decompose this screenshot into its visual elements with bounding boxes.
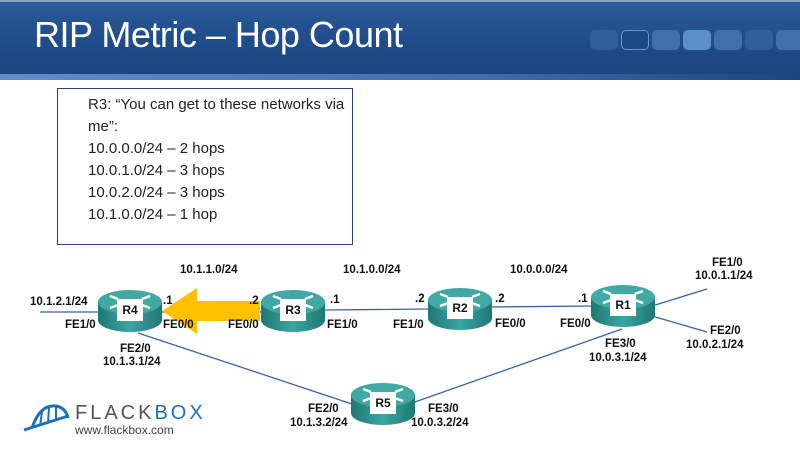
router-r3[interactable]: R3 [259,288,327,334]
ip-label: 10.0.3.2/24 [411,417,469,429]
interface-label: FE2/0 [308,403,339,415]
router-label: R4 [122,303,138,317]
textbox-line: 10.0.2.0/24 – 3 hops [88,184,225,201]
interface-label: FE0/0 [228,319,259,331]
interface-label: FE2/0 [710,325,741,337]
link-r1-fe2 [651,315,708,333]
link-r5-r1 [411,328,623,404]
header-decoration [590,30,800,50]
logo-name: FLACKBOX [75,402,206,425]
logo-name-b: BOX [154,402,206,424]
router-r1[interactable]: R1 [589,283,657,329]
router-label: R2 [452,301,468,315]
flackbox-logo-icon [23,404,70,432]
textbox-line: 10.1.0.0/24 – 1 hop [88,206,218,223]
network-label: 10.1.1.0/24 [180,264,238,276]
logo-url: www.flackbox.com [75,423,174,437]
textbox-line: R3: “You can get to these networks via m… [88,96,345,135]
interface-label: FE3/0 [605,338,636,350]
advertisement-arrow-icon [162,288,260,334]
interface-label: FE2/0 [120,343,151,355]
ip-label: 10.1.2.1/24 [30,296,88,308]
slide-title: RIP Metric – Hop Count [34,14,403,55]
router-label: R1 [615,298,631,312]
host-label: .2 [249,295,259,307]
logo-name-a: FLACK [75,402,155,424]
link-r2-r1 [489,305,593,308]
host-label: .1 [330,294,340,306]
router-r4[interactable]: R4 [96,288,164,334]
diagram-labels: 10.1.1.0/24 10.1.0.0/24 10.0.0.0/24 10.1… [30,257,753,429]
interface-label: FE1/0 [65,319,96,331]
textbox-line: 10.0.1.0/24 – 3 hops [88,162,225,179]
deco-tile [590,30,618,50]
deco-tile [776,30,800,50]
advertisement-textbox: R3: “You can get to these networks via m… [57,88,353,245]
slide-header: RIP Metric – Hop Count [0,0,800,80]
interface-label: FE0/0 [560,318,591,330]
link-r1-fe1 [651,288,708,307]
interface-label: FE0/0 [163,319,194,331]
router-r2[interactable]: R2 [426,286,494,332]
host-label: .1 [578,293,588,305]
interface-label: FE1/0 [327,319,358,331]
ip-label: 10.0.1.1/24 [695,270,753,282]
ip-label: 10.0.3.1/24 [589,352,647,364]
interface-label: FE3/0 [428,403,459,415]
router-label: R5 [375,396,391,410]
host-label: .2 [415,293,425,305]
deco-tile [683,30,711,50]
interface-label: FE1/0 [712,257,743,269]
header-strip [0,74,800,80]
link-r3-r2 [324,308,431,311]
interface-label: FE0/0 [495,318,526,330]
textbox-line: 10.0.0.0/24 – 2 hops [88,140,225,157]
deco-tile [745,30,773,50]
ip-label: 10.1.3.1/24 [103,356,161,368]
host-label: .1 [163,295,173,307]
ip-label: 10.1.3.2/24 [290,417,348,429]
router-label: R3 [285,303,301,317]
link-r4-r5 [137,332,353,405]
router-r5[interactable]: R5 [349,381,417,427]
deco-tile [621,30,649,50]
network-label: 10.1.0.0/24 [343,264,401,276]
deco-tile [714,30,742,50]
network-label: 10.0.0.0/24 [510,264,568,276]
deco-tile [652,30,680,50]
host-label: .2 [495,293,505,305]
interface-label: FE1/0 [393,319,424,331]
ip-label: 10.0.2.1/24 [686,339,744,351]
